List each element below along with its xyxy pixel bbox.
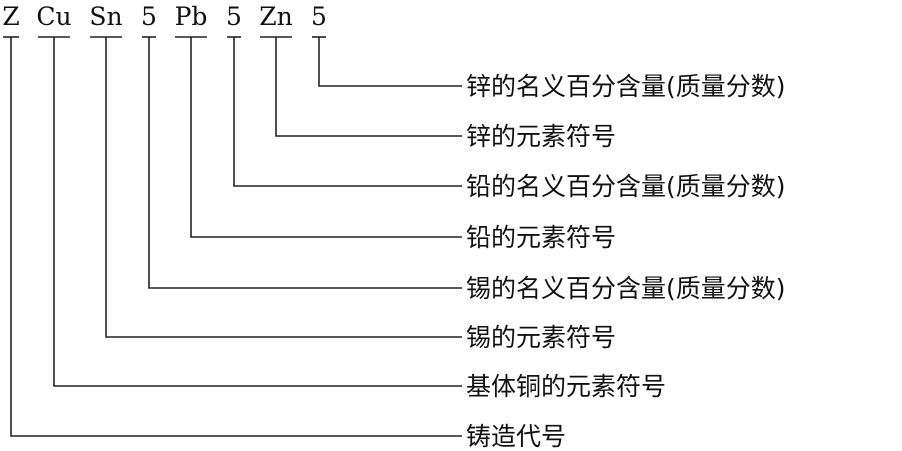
code-token-z: Z: [2, 2, 19, 31]
leader-5-tin: [148, 37, 462, 289]
label-copper-base-symbol: 基体铜的元素符号: [466, 372, 666, 401]
code-token-5-lead: 5: [226, 2, 242, 31]
label-tin-content: 锡的名义百分含量(质量分数): [466, 274, 786, 303]
label-casting-code: 铸造代号: [466, 422, 566, 451]
code-token-cu: Cu: [36, 2, 71, 31]
leader-cu: [53, 37, 462, 387]
leader-5-lead: [233, 37, 462, 187]
code-token-5-tin: 5: [141, 2, 157, 31]
code-token-5-zinc: 5: [311, 2, 327, 31]
code-token-pb: Pb: [175, 2, 208, 31]
label-lead-symbol: 铅的元素符号: [466, 223, 616, 252]
leader-sn: [105, 37, 462, 338]
label-tin-symbol: 锡的元素符号: [466, 323, 616, 352]
label-zinc-symbol: 锌的元素符号: [466, 122, 616, 151]
label-zinc-content: 锌的名义百分含量(质量分数): [466, 72, 786, 101]
code-token-zn: Zn: [259, 2, 292, 31]
code-token-sn: Sn: [89, 2, 122, 31]
leader-pb: [190, 37, 462, 238]
leader-z: [10, 37, 462, 437]
leader-zn: [275, 37, 462, 137]
label-lead-content: 铅的名义百分含量(质量分数): [466, 172, 786, 201]
leader-5-zinc: [318, 37, 462, 87]
